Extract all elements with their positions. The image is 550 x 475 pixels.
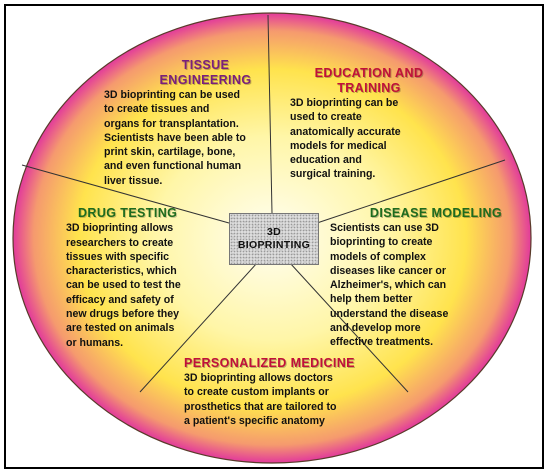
- center-label-line-2: BIOPRINTING: [237, 239, 311, 251]
- text-line: Scientists have been able to: [104, 131, 246, 144]
- text-line: new drugs before they: [66, 308, 180, 321]
- heading-line-1: TISSUE: [181, 58, 230, 72]
- text-line: characteristics, which: [66, 265, 177, 278]
- heading-line-1: EDUCATION AND: [314, 66, 424, 80]
- education-training-heading: EDUCATION AND TRAINING: [290, 66, 448, 96]
- text-line: effective treatments.: [330, 336, 434, 349]
- section-disease-modeling: DISEASE MODELING Scientists can use 3D b…: [330, 206, 502, 350]
- text-line: surgical training.: [290, 168, 376, 181]
- text-line: to create custom implants or: [184, 386, 329, 399]
- text-line: education and: [290, 154, 362, 167]
- tissue-engineering-heading: TISSUE ENGINEERING: [104, 58, 287, 88]
- text-line: can be used to test the: [66, 279, 181, 292]
- text-line: and develop more: [330, 322, 421, 335]
- text-line: models for medical: [290, 139, 387, 152]
- text-line: 3D bioprinting can be used: [104, 89, 240, 101]
- text-line: models of complex: [330, 250, 426, 263]
- section-tissue-engineering: TISSUE ENGINEERING 3D bioprinting can be…: [104, 58, 287, 188]
- divider-top: [267, 14, 273, 214]
- text-line: 3D bioprinting allows: [66, 222, 174, 235]
- disease-modeling-text: Scientists can use 3D bioprinting to cre…: [330, 221, 502, 350]
- divider-bottom-right: [289, 262, 409, 393]
- tissue-engineering-text: 3D bioprinting can be used to create tis…: [104, 88, 287, 188]
- text-line: researchers to create: [66, 236, 174, 249]
- text-line: print skin, cartilage, bone,: [104, 146, 236, 159]
- text-line: and even functional human: [104, 160, 242, 173]
- text-line: used to create: [290, 111, 362, 124]
- section-personalized-medicine: PERSONALIZED MEDICINE 3D bioprinting all…: [184, 356, 374, 428]
- divider-right: [316, 159, 506, 224]
- segment-dividers: [21, 14, 506, 393]
- section-drug-testing: DRUG TESTING 3D bioprinting allows resea…: [66, 206, 226, 350]
- drug-testing-heading-row: DRUG TESTING: [66, 206, 226, 221]
- divider-bottom-left: [139, 262, 258, 393]
- text-line: organs for transplantation.: [104, 117, 239, 130]
- education-training-text: 3D bioprinting can be used to create ana…: [290, 96, 448, 182]
- text-line: prosthetics that are tailored to: [184, 400, 337, 413]
- text-line: help them better: [330, 293, 413, 306]
- text-line: bioprinting to create: [330, 236, 433, 249]
- text-line: Scientists can use 3D: [330, 222, 439, 234]
- disease-modeling-heading: DISEASE MODELING: [369, 206, 502, 220]
- text-line: tissues with specific: [66, 250, 170, 263]
- divider-left: [21, 164, 230, 224]
- text-line: a patient's specific anatomy: [184, 414, 325, 427]
- drug-testing-heading: DRUG TESTING: [78, 206, 178, 220]
- personalized-medicine-heading: PERSONALIZED MEDICINE: [184, 356, 355, 370]
- text-line: are tested on animals: [66, 322, 175, 335]
- text-line: anatomically accurate: [290, 125, 401, 138]
- text-line: to create tissues and: [104, 103, 210, 116]
- text-line: understand the disease: [330, 307, 449, 320]
- text-line: 3D bioprinting allows doctors: [184, 372, 333, 384]
- heading-line-2: ENGINEERING: [159, 73, 252, 87]
- drug-testing-text: DRUG TESTING 3D bioprinting allows resea…: [66, 206, 226, 350]
- center-label-line-1: 3D: [266, 226, 282, 238]
- personalized-medicine-text: 3D bioprinting allows doctors to create …: [184, 371, 374, 428]
- section-education-training: EDUCATION AND TRAINING 3D bioprinting ca…: [290, 66, 448, 182]
- text-line: 3D bioprinting can be: [290, 97, 399, 109]
- text-line: or humans.: [66, 336, 124, 349]
- text-line: efficacy and safety of: [66, 293, 174, 306]
- text-line: Alzheimer's, which can: [330, 279, 447, 292]
- center-3d-bioprinting-box: 3D BIOPRINTING: [229, 213, 319, 265]
- text-line: diseases like cancer or: [330, 264, 447, 277]
- text-line: liver tissue.: [104, 174, 163, 187]
- heading-line-2: TRAINING: [337, 81, 401, 95]
